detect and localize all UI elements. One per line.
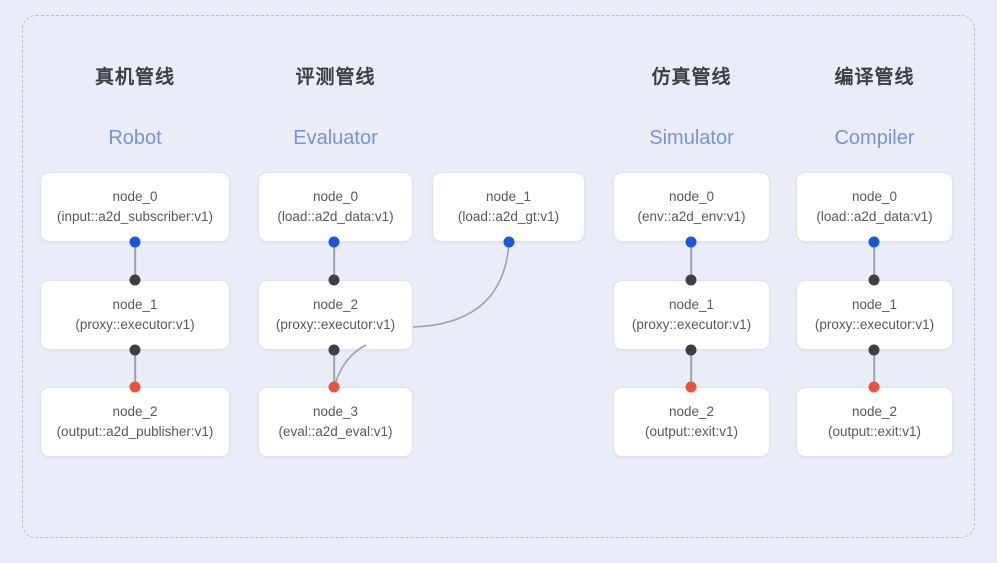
node-box[interactable]: node_1 (proxy::executor:v1) <box>796 280 953 350</box>
node-box[interactable]: node_2 (output::a2d_publisher:v1) <box>40 387 230 457</box>
port-input-node1[interactable] <box>129 274 141 286</box>
node-box[interactable]: node_1 (proxy::executor:v1) <box>40 280 230 350</box>
column-title-cn-evaluator: 评测管线 <box>295 67 376 88</box>
port-output-node2[interactable] <box>328 344 340 356</box>
node-type: (output::exit:v1) <box>827 423 922 439</box>
edge-node1-node2 <box>690 350 692 387</box>
node-type: (load::a2d_data:v1) <box>277 208 394 224</box>
node-type: (env::a2d_env:v1) <box>637 208 746 224</box>
node-name: node_1 <box>112 296 158 312</box>
node-type: (eval::a2d_eval:v1) <box>278 423 393 439</box>
port-input-node2[interactable] <box>868 381 880 393</box>
port-input-node1[interactable] <box>868 274 880 286</box>
node-box[interactable]: node_1 (proxy::executor:v1) <box>613 280 770 350</box>
node-type: (input::a2d_subscriber:v1) <box>56 208 214 224</box>
port-input-node2[interactable] <box>129 381 141 393</box>
node-box[interactable]: node_0 (input::a2d_subscriber:v1) <box>40 172 230 242</box>
edge-node1-node2 <box>873 350 875 387</box>
edge-node0-node1 <box>873 242 875 280</box>
port-output-node0[interactable] <box>685 236 697 248</box>
edge-node0-node2 <box>333 242 335 280</box>
node-type: (output::a2d_publisher:v1) <box>56 423 214 439</box>
node-name: node_0 <box>112 188 158 204</box>
port-output-node1[interactable] <box>503 236 515 248</box>
node-type: (load::a2d_gt:v1) <box>457 208 560 224</box>
node-type: (proxy::executor:v1) <box>275 316 396 332</box>
node-type: (output::exit:v1) <box>644 423 739 439</box>
node-name: node_1 <box>668 296 715 312</box>
port-input-node3[interactable] <box>328 381 340 393</box>
port-output-node0[interactable] <box>868 236 880 248</box>
column-title-cn-simulator: 仿真管线 <box>651 67 732 88</box>
edge-node0-node1 <box>690 242 692 280</box>
port-input-node2[interactable] <box>328 274 340 286</box>
node-type: (proxy::executor:v1) <box>631 316 752 332</box>
column-title-en-evaluator: Evaluator <box>293 127 378 149</box>
node-name: node_1 <box>851 296 898 312</box>
port-output-node0[interactable] <box>328 236 340 248</box>
edge-node2-node3 <box>333 350 335 387</box>
node-box[interactable]: node_2 (proxy::executor:v1) <box>258 280 413 350</box>
port-input-node1[interactable] <box>685 274 697 286</box>
node-box[interactable]: node_2 (output::exit:v1) <box>613 387 770 457</box>
edge-node1-node2 <box>134 350 136 387</box>
node-name: node_0 <box>668 188 715 204</box>
node-name: node_1 <box>485 188 532 204</box>
node-name: node_2 <box>668 403 715 419</box>
port-output-node0[interactable] <box>129 236 141 248</box>
port-input-node2[interactable] <box>685 381 697 393</box>
node-box[interactable]: node_0 (load::a2d_data:v1) <box>258 172 413 242</box>
column-title-en-robot: Robot <box>108 127 162 149</box>
port-output-node1[interactable] <box>685 344 697 356</box>
node-name: node_3 <box>312 403 359 419</box>
node-name: node_2 <box>851 403 898 419</box>
node-name: node_0 <box>312 188 359 204</box>
column-title-en-compiler: Compiler <box>834 127 915 149</box>
node-type: (proxy::executor:v1) <box>75 316 195 332</box>
node-type: (proxy::executor:v1) <box>814 316 935 332</box>
column-title-cn-robot: 真机管线 <box>94 67 175 88</box>
node-box[interactable]: node_1 (load::a2d_gt:v1) <box>432 172 585 242</box>
node-box[interactable]: node_2 (output::exit:v1) <box>796 387 953 457</box>
column-title-cn-compiler: 编译管线 <box>834 67 915 88</box>
node-name: node_2 <box>112 403 158 419</box>
node-name: node_0 <box>851 188 898 204</box>
node-box[interactable]: node_0 (env::a2d_env:v1) <box>613 172 770 242</box>
node-type: (load::a2d_data:v1) <box>816 208 933 224</box>
pipelines-container <box>22 15 975 538</box>
port-output-node1[interactable] <box>868 344 880 356</box>
node-name: node_2 <box>312 296 359 312</box>
node-box[interactable]: node_3 (eval::a2d_eval:v1) <box>258 387 413 457</box>
column-title-en-simulator: Simulator <box>649 127 734 149</box>
edge-node0-node1 <box>134 242 136 280</box>
node-box[interactable]: node_0 (load::a2d_data:v1) <box>796 172 953 242</box>
port-output-node1[interactable] <box>129 344 141 356</box>
